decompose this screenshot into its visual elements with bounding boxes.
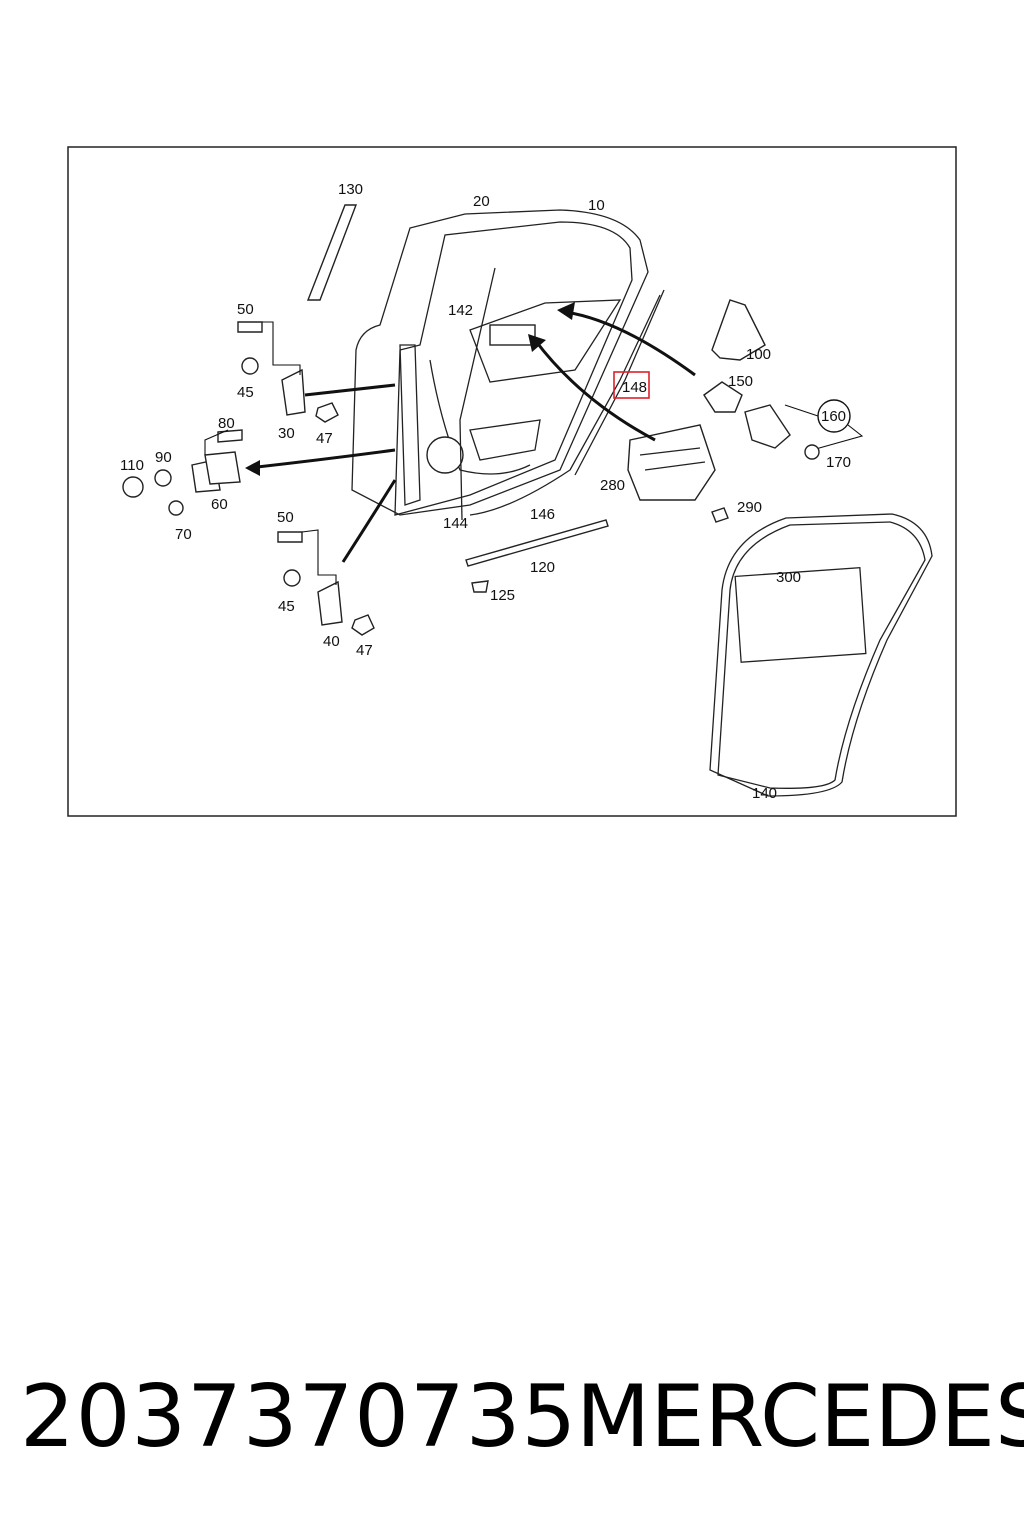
callout-125: 125 bbox=[490, 587, 515, 604]
nut-47b bbox=[351, 614, 375, 636]
callout-100: 100 bbox=[746, 346, 771, 363]
callout-20: 20 bbox=[473, 193, 490, 210]
door-body bbox=[351, 209, 649, 516]
callout-170: 170 bbox=[826, 454, 851, 471]
seal-146 bbox=[469, 294, 661, 516]
part-number: 2037370735 bbox=[20, 1367, 578, 1467]
weatherstrip-140 bbox=[717, 521, 926, 789]
callout-30: 30 bbox=[278, 425, 295, 442]
callout-130: 130 bbox=[338, 181, 363, 198]
clip-170 bbox=[804, 444, 820, 460]
trim-130 bbox=[306, 204, 358, 301]
callout-142: 142 bbox=[448, 302, 473, 319]
highlight-box-148 bbox=[613, 371, 650, 399]
callout-70: 70 bbox=[175, 526, 192, 543]
clip-125 bbox=[471, 580, 489, 593]
callout-280: 280 bbox=[600, 477, 625, 494]
callout-300: 300 bbox=[776, 569, 801, 586]
bracket bbox=[744, 404, 791, 449]
strip-120 bbox=[465, 519, 609, 567]
hinge-40 bbox=[317, 580, 343, 626]
callout-160: 160 bbox=[821, 408, 846, 425]
nut-47a bbox=[315, 402, 339, 423]
part-100 bbox=[711, 299, 766, 361]
callout-146: 146 bbox=[530, 506, 555, 523]
callout-45a: 45 bbox=[237, 384, 254, 401]
callout-60: 60 bbox=[211, 496, 228, 513]
module-280 bbox=[627, 424, 716, 501]
callout-110: 110 bbox=[120, 457, 144, 474]
hinge-30 bbox=[281, 368, 306, 416]
arrow-150 bbox=[564, 310, 696, 377]
callout-47b: 47 bbox=[356, 642, 373, 659]
callout-80: 80 bbox=[218, 415, 235, 432]
callout-150: 150 bbox=[728, 373, 753, 390]
upper-hinge-group bbox=[237, 321, 339, 423]
footer: 2037370735 MERCEDES bbox=[0, 1362, 1024, 1472]
callout-140: 140 bbox=[752, 785, 777, 802]
callout-40: 40 bbox=[323, 633, 340, 650]
brand-name: MERCEDES bbox=[576, 1367, 1024, 1467]
callout-120: 120 bbox=[530, 559, 555, 576]
callout-50b: 50 bbox=[277, 509, 294, 526]
callout-10: 10 bbox=[588, 197, 605, 214]
callout-50a: 50 bbox=[237, 301, 254, 318]
seal-144 bbox=[459, 267, 496, 521]
callout-144: 144 bbox=[443, 515, 468, 532]
panel-300 bbox=[734, 567, 867, 663]
callout-290: 290 bbox=[737, 499, 762, 516]
lock-group bbox=[122, 429, 243, 516]
callout-148: 148 bbox=[622, 379, 647, 396]
callout-90: 90 bbox=[155, 449, 172, 466]
callout-47a: 47 bbox=[316, 430, 333, 447]
callout-45b: 45 bbox=[278, 598, 295, 615]
part-150 bbox=[703, 381, 743, 413]
lower-hinge-group bbox=[277, 529, 375, 636]
arrow-280 bbox=[533, 339, 656, 442]
clip-290 bbox=[711, 507, 729, 523]
